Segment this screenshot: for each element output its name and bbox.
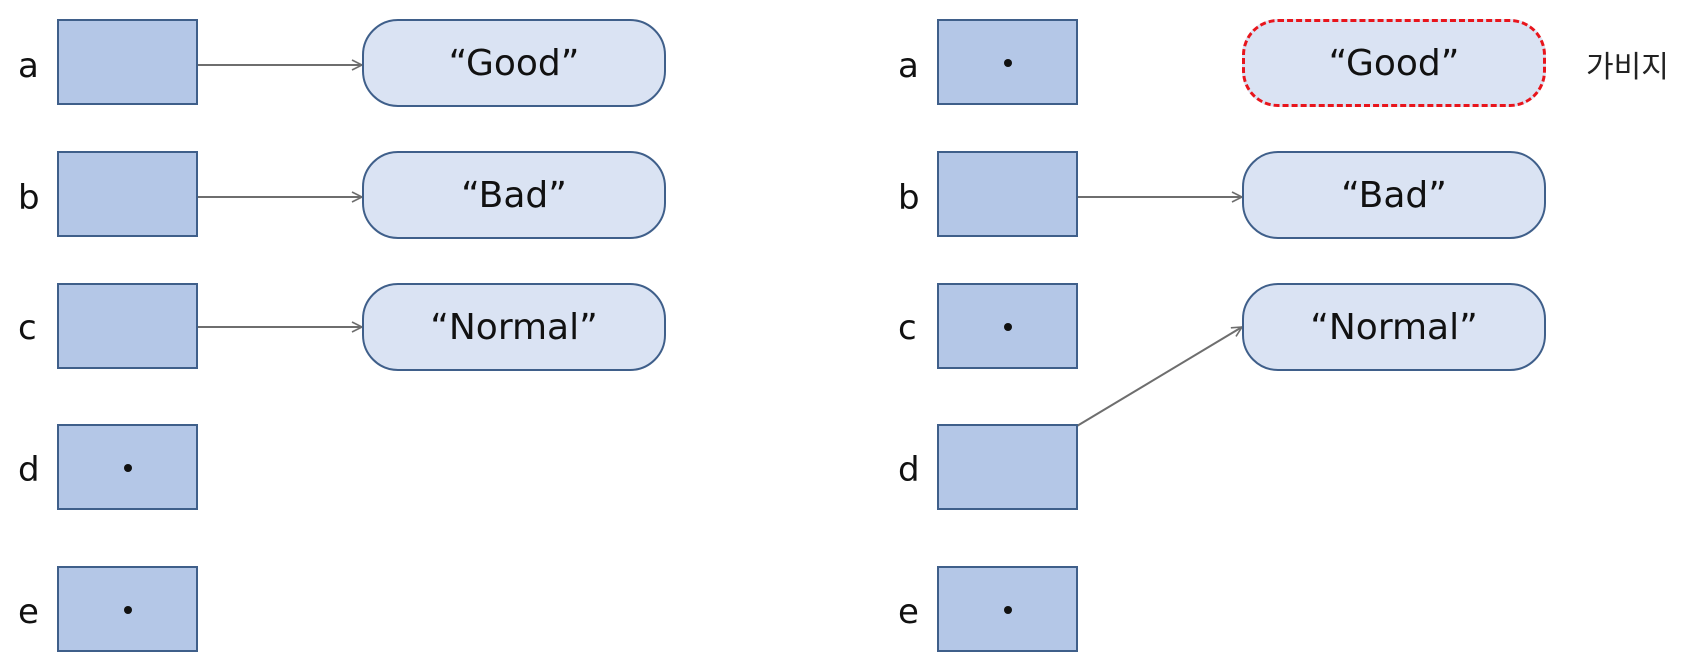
var-box-d [937,424,1078,510]
var-label-b: b [18,178,40,218]
var-label-b: b [898,178,920,218]
var-label-a: a [18,46,39,86]
var-box-c [57,283,198,369]
var-box-a [937,19,1078,105]
null-dot [124,464,132,472]
left-diagram-panel: a b c d e “Good” “Bad” “Normal” [18,19,666,652]
string-object-good-garbage: “Good” [1242,19,1546,107]
string-object-normal: “Normal” [1242,283,1546,371]
var-box-e [937,566,1078,652]
var-label-e: e [18,592,39,632]
var-box-b [937,151,1078,237]
var-box-a [57,19,198,105]
null-dot [124,606,132,614]
null-dot [1004,606,1012,614]
null-dot [1004,59,1012,67]
garbage-label: 가비지 [1586,50,1669,85]
var-box-e [57,566,198,652]
var-label-c: c [898,308,917,348]
var-box-c [937,283,1078,369]
var-label-a: a [898,46,919,86]
var-label-d: d [898,450,920,490]
string-object-bad: “Bad” [1242,151,1546,239]
right-diagram-panel: a b c d e “Good” 가비지 “Bad” “Normal” [880,0,1698,672]
var-label-c: c [18,308,37,348]
null-dot [1004,323,1012,331]
var-box-b [57,151,198,237]
var-label-e: e [898,592,919,632]
string-object-bad: “Bad” [362,151,666,239]
string-object-good: “Good” [362,19,666,107]
var-label-d: d [18,450,40,490]
var-box-d [57,424,198,510]
string-object-normal: “Normal” [362,283,666,371]
